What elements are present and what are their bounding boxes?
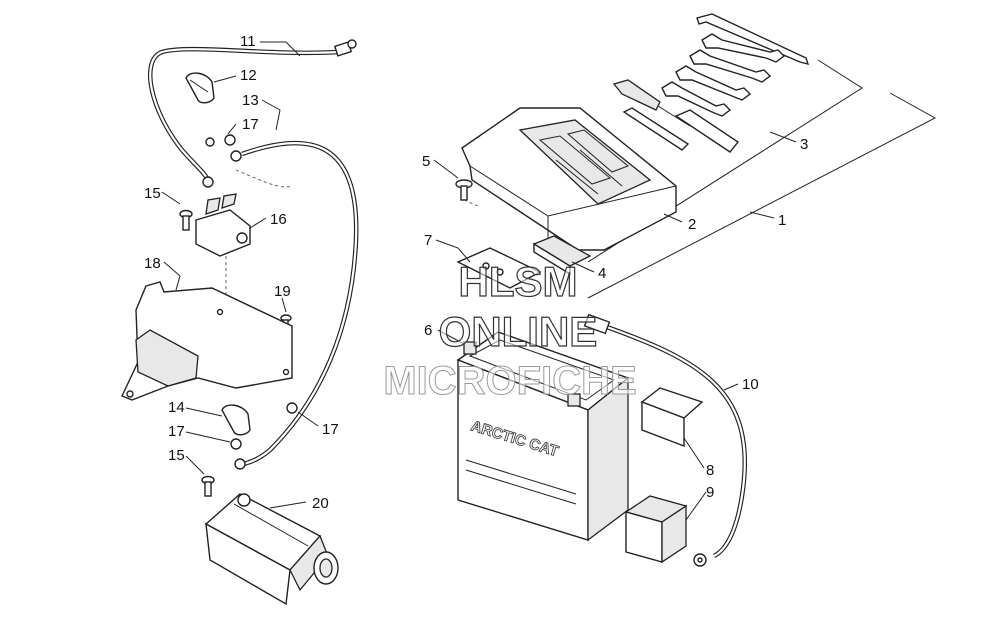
callout-4: 4 — [598, 265, 606, 282]
callout-9: 9 — [706, 484, 714, 501]
callout-10: 10 — [742, 376, 759, 393]
starter-screw — [201, 475, 215, 497]
callout-5: 5 — [422, 153, 430, 170]
callout-1: 1 — [778, 212, 786, 229]
starter-motor — [204, 493, 339, 606]
callout-6: 6 — [424, 322, 432, 339]
callout-17c: 17 — [322, 421, 339, 438]
tool-kit — [612, 13, 810, 153]
solenoid-screw — [179, 209, 193, 231]
battery-tray — [461, 107, 677, 251]
callout-11: 11 — [240, 33, 256, 50]
watermark: HLSM ONLINE MICROFICHE — [383, 257, 637, 403]
negative-battery-cable — [583, 313, 748, 567]
callout-15b: 15 — [168, 447, 185, 464]
callout-18: 18 — [144, 255, 161, 272]
solenoid-mounting-bracket — [121, 281, 293, 401]
positive-cable — [148, 39, 357, 188]
foam-pad — [532, 235, 592, 276]
callout-16: 16 — [270, 211, 287, 228]
leader-lines — [161, 41, 797, 521]
battery: ARCTIC CAT — [456, 331, 630, 542]
callout-17b: 17 — [168, 423, 185, 440]
callout-8: 8 — [706, 462, 714, 479]
callout-20: 20 — [312, 495, 329, 512]
callout-2: 2 — [688, 216, 696, 233]
callout-14: 14 — [168, 399, 185, 416]
starter-solenoid — [195, 193, 251, 340]
battery-label — [640, 387, 704, 448]
connection-hint-upper — [235, 169, 293, 188]
callout-15a: 15 — [144, 185, 161, 202]
nut-lower — [230, 438, 242, 450]
callout-7: 7 — [424, 232, 432, 249]
starter-cable — [230, 140, 359, 470]
watermark-line-3: MICROFICHE — [383, 359, 636, 403]
assembly-bracket-lines — [587, 59, 937, 299]
watermark-line-2: ONLINE — [439, 308, 598, 355]
battery-pad-cube — [624, 495, 688, 564]
terminal-boot-lower — [221, 404, 251, 436]
terminal-boot-upper — [185, 72, 215, 104]
callout-19: 19 — [274, 283, 291, 300]
watermark-line-1: HLSM — [459, 258, 578, 305]
battery-hold-down — [456, 247, 542, 289]
callout-12: 12 — [240, 67, 257, 84]
tray-bolt — [455, 179, 473, 201]
callout-3: 3 — [800, 136, 808, 153]
callout-13: 13 — [242, 92, 259, 109]
callout-17a: 17 — [242, 116, 259, 133]
connection-hint-tray — [463, 199, 479, 207]
callout-numbers: 1 2 3 4 5 6 7 8 9 10 11 12 13 14 15 15 1… — [144, 33, 808, 512]
washer-upper — [205, 137, 215, 147]
nut-bracket — [286, 402, 298, 414]
nut-upper — [224, 134, 236, 146]
